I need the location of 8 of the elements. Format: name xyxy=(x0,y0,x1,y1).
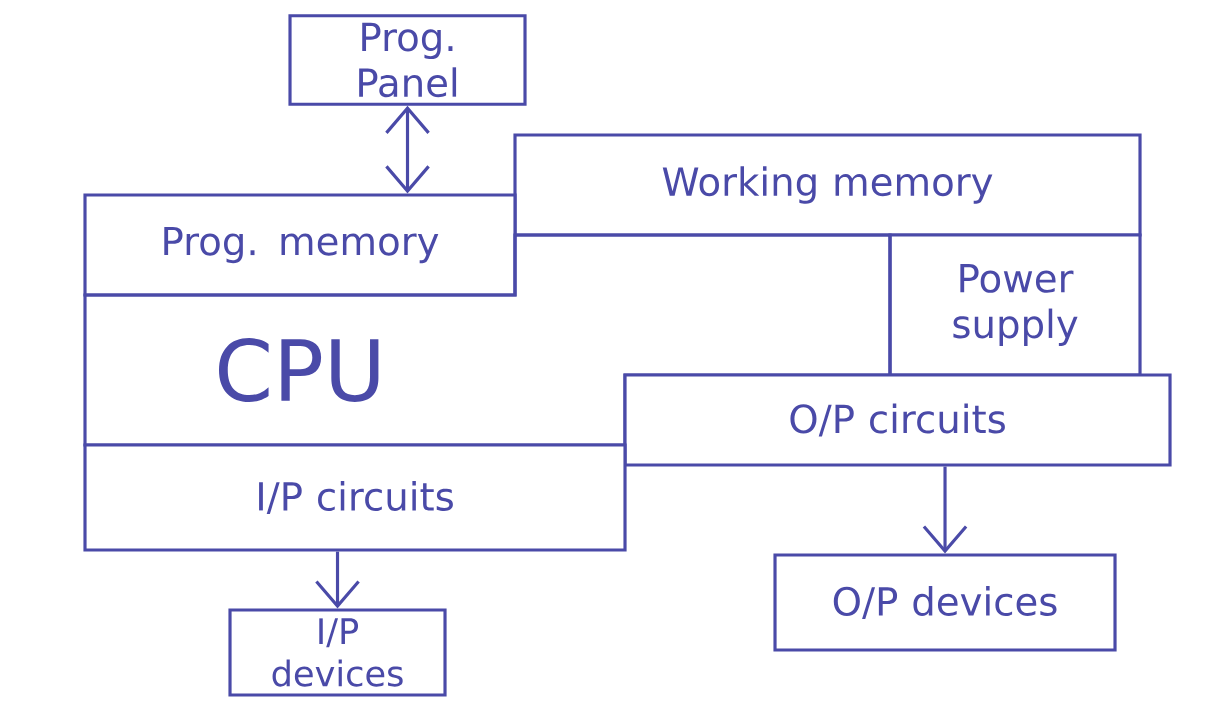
circuit-block: I/P circuits xyxy=(83,443,627,552)
memory-block: Prog. memory xyxy=(83,193,517,297)
supply-block: Power supply xyxy=(888,233,1142,377)
memory-block: Working memory xyxy=(513,133,1142,237)
device-box: I/P devices xyxy=(228,608,447,697)
device-box: O/P devices xyxy=(773,553,1117,652)
circuit-block: O/P circuits xyxy=(623,373,1172,467)
panel-box: Prog. Panel xyxy=(288,14,527,106)
